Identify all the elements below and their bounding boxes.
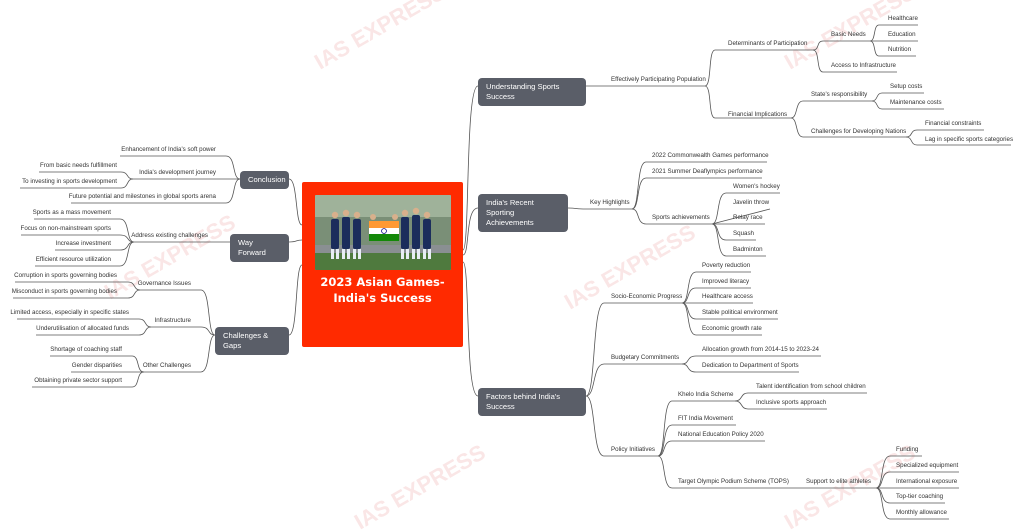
node-deaflympics-2021[interactable]: 2021 Summer Deaflympics performance bbox=[652, 168, 763, 175]
node-state-responsibility[interactable]: State's responsibility bbox=[811, 91, 868, 98]
node-factors-behind-success[interactable]: Factors behind India's Success bbox=[478, 388, 586, 416]
team-photo bbox=[315, 195, 451, 270]
node-allocation-growth[interactable]: Allocation growth from 2014-15 to 2023-2… bbox=[702, 346, 819, 353]
node-financial-constraints[interactable]: Financial constraints bbox=[925, 120, 982, 127]
central-title-line1: 2023 Asian Games- bbox=[320, 275, 445, 289]
node-key-highlights[interactable]: Key Highlights bbox=[590, 199, 630, 206]
node-policy-initiatives[interactable]: Policy Initiatives bbox=[611, 446, 656, 453]
node-setup-costs[interactable]: Setup costs bbox=[890, 83, 923, 90]
node-access-infrastructure[interactable]: Access to Infrastructure bbox=[831, 62, 896, 69]
node-recent-achievements[interactable]: India's Recent Sporting Achievements bbox=[478, 194, 568, 232]
node-basic-needs-fulfillment[interactable]: From basic needs fulfillment bbox=[39, 162, 117, 169]
node-healthcare[interactable]: Healthcare bbox=[888, 15, 918, 22]
central-title-line2: India's Success bbox=[333, 291, 432, 305]
node-infrastructure[interactable]: Infrastructure bbox=[154, 317, 191, 324]
node-limited-access[interactable]: Limited access, especially in specific s… bbox=[10, 309, 129, 316]
node-nep-2020[interactable]: National Education Policy 2020 bbox=[678, 431, 764, 438]
node-non-mainstream[interactable]: Focus on non-mainstream sports bbox=[20, 225, 111, 232]
node-soft-power[interactable]: Enhancement of India's soft power bbox=[121, 146, 216, 153]
node-lag-sports[interactable]: Lag in specific sports categories bbox=[925, 136, 1014, 143]
node-khelo-india[interactable]: Khelo India Scheme bbox=[678, 391, 734, 398]
node-challenges-developing[interactable]: Challenges for Developing Nations bbox=[811, 128, 907, 135]
node-coaching-shortage[interactable]: Shortage of coaching staff bbox=[50, 346, 122, 353]
node-dedication-dept-sports[interactable]: Dedication to Department of Sports bbox=[702, 362, 799, 369]
node-financial-implications[interactable]: Financial Implications bbox=[728, 111, 788, 118]
node-top-tier-coaching[interactable]: Top-tier coaching bbox=[896, 493, 944, 500]
node-challenges-gaps[interactable]: Challenges & Gaps bbox=[215, 327, 289, 355]
node-socio-economic[interactable]: Socio-Economic Progress bbox=[611, 293, 683, 300]
node-sports-achievements[interactable]: Sports achievements bbox=[652, 214, 710, 221]
node-future-potential[interactable]: Future potential and milestones in globa… bbox=[68, 193, 216, 200]
node-address-challenges[interactable]: Address existing challenges bbox=[131, 232, 208, 239]
node-nutrition[interactable]: Nutrition bbox=[888, 46, 912, 53]
node-budgetary-commitments[interactable]: Budgetary Commitments bbox=[611, 354, 680, 361]
node-cwg-2022[interactable]: 2022 Commonwealth Games performance bbox=[652, 152, 769, 159]
node-underutilisation[interactable]: Underutilisation of allocated funds bbox=[36, 325, 129, 332]
node-misconduct[interactable]: Misconduct in sports governing bodies bbox=[11, 288, 117, 295]
node-inclusive-approach[interactable]: Inclusive sports approach bbox=[756, 399, 827, 406]
node-womens-hockey[interactable]: Women's hockey bbox=[733, 183, 780, 190]
node-investing-sports[interactable]: To investing in sports development bbox=[22, 178, 117, 185]
node-education[interactable]: Education bbox=[888, 31, 916, 38]
node-healthcare-access[interactable]: Healthcare access bbox=[702, 293, 753, 300]
node-specialized-equipment[interactable]: Specialized equipment bbox=[896, 462, 959, 469]
node-effective-population[interactable]: Effectively Participating Population bbox=[611, 76, 706, 83]
node-monthly-allowance[interactable]: Monthly allowance bbox=[896, 509, 947, 516]
node-other-challenges[interactable]: Other Challenges bbox=[142, 362, 191, 369]
node-improved-literacy[interactable]: Improved literacy bbox=[702, 278, 750, 285]
node-squash[interactable]: Squash bbox=[733, 230, 754, 237]
node-development-journey[interactable]: India's development journey bbox=[139, 169, 216, 176]
central-topic-node[interactable]: 2023 Asian Games- India's Success bbox=[302, 182, 463, 347]
node-basic-needs[interactable]: Basic Needs bbox=[831, 31, 866, 38]
node-political-environment[interactable]: Stable political environment bbox=[702, 309, 778, 316]
node-recent-line2: Achievements bbox=[486, 218, 534, 227]
node-corruption[interactable]: Corruption in sports governing bodies bbox=[14, 272, 117, 279]
node-determinants[interactable]: Determinants of Participation bbox=[728, 40, 808, 47]
node-gender-disparities[interactable]: Gender disparities bbox=[71, 362, 122, 369]
central-title: 2023 Asian Games- India's Success bbox=[302, 274, 463, 306]
node-badminton[interactable]: Badminton bbox=[733, 246, 763, 253]
node-elite-support[interactable]: Support to elite athletes bbox=[806, 478, 872, 485]
node-funding[interactable]: Funding bbox=[896, 446, 919, 453]
node-fit-india[interactable]: FIT India Movement bbox=[678, 415, 733, 422]
node-maintenance-costs[interactable]: Maintenance costs bbox=[890, 99, 942, 106]
node-economic-growth[interactable]: Economic growth rate bbox=[702, 325, 762, 332]
node-international-exposure[interactable]: International exposure bbox=[896, 478, 958, 485]
node-efficient-resource[interactable]: Efficient resource utilization bbox=[35, 256, 111, 263]
node-way-forward[interactable]: Way Forward bbox=[230, 234, 289, 262]
node-recent-line1: India's Recent Sporting bbox=[486, 198, 534, 217]
node-conclusion[interactable]: Conclusion bbox=[240, 171, 289, 189]
node-poverty-reduction[interactable]: Poverty reduction bbox=[702, 262, 751, 269]
node-mass-movement[interactable]: Sports as a mass movement bbox=[32, 209, 111, 216]
node-javelin-throw[interactable]: Javelin throw bbox=[733, 199, 770, 206]
node-private-support[interactable]: Obtaining private sector support bbox=[34, 377, 122, 384]
node-relay-race[interactable]: Relay race bbox=[733, 214, 763, 221]
node-understanding-sports-success[interactable]: Understanding Sports Success bbox=[478, 78, 586, 106]
node-talent-identification[interactable]: Talent identification from school childr… bbox=[756, 383, 866, 390]
node-governance-issues[interactable]: Governance Issues bbox=[137, 280, 191, 287]
node-tops[interactable]: Target Olympic Podium Scheme (TOPS) bbox=[678, 478, 789, 485]
node-increase-investment[interactable]: Increase investment bbox=[55, 240, 111, 247]
